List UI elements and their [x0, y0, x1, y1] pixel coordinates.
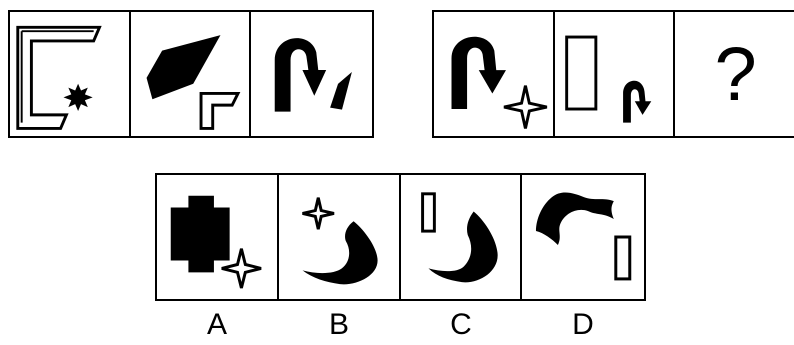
figure-2-1: [434, 12, 555, 136]
figure-1-1: [10, 12, 131, 136]
blob-and-rectangle-figure: [522, 175, 644, 299]
option-d-figure[interactable]: [522, 175, 644, 299]
figure-group-2: ?: [432, 10, 794, 138]
hook-arrow-shape: [452, 37, 506, 109]
figure-2-3: ?: [675, 12, 794, 136]
option-a-label[interactable]: A: [156, 308, 278, 342]
cross-and-star-figure: [157, 175, 277, 299]
hook-arrow-shape: [275, 38, 326, 111]
arch-blob-shape: [536, 192, 614, 245]
option-d-label[interactable]: D: [522, 308, 644, 342]
question-mark: ?: [675, 12, 794, 136]
option-a-figure[interactable]: [157, 175, 279, 299]
crescent-blob-shape: [428, 211, 497, 282]
hook-arrow-and-star-figure: [434, 12, 553, 136]
options-row: [155, 173, 646, 301]
figure-2-2: [555, 12, 676, 136]
outline-rectangle-shape: [616, 237, 630, 279]
option-b-label[interactable]: B: [278, 308, 400, 342]
figure-1-2: [131, 12, 252, 136]
option-b-figure[interactable]: [279, 175, 401, 299]
option-c-figure[interactable]: [401, 175, 523, 299]
four-point-star-icon: [504, 86, 547, 129]
crescent-blob-shape: [302, 221, 377, 284]
parallelogram-and-corner-figure: [131, 12, 250, 136]
figure-1-3: [251, 12, 372, 136]
hook-arrow-and-wedge-figure: [251, 12, 372, 136]
option-c-label[interactable]: C: [400, 308, 522, 342]
wedge-shape: [330, 72, 352, 110]
rectangle-and-blob-figure: [401, 175, 521, 299]
star-and-blob-figure: [279, 175, 399, 299]
outline-rectangle-shape: [566, 37, 595, 109]
rectangle-and-small-hook-figure: [555, 12, 674, 136]
corner-and-burst-figure: [10, 12, 129, 136]
small-hook-arrow-shape: [623, 81, 651, 123]
outline-rectangle-shape: [422, 194, 434, 231]
figure-group-1: [8, 10, 374, 138]
four-point-star-icon: [302, 198, 333, 229]
burst-icon: [63, 84, 92, 111]
solid-cross-shape: [171, 196, 230, 273]
solid-quadrilateral-shape: [146, 35, 220, 99]
